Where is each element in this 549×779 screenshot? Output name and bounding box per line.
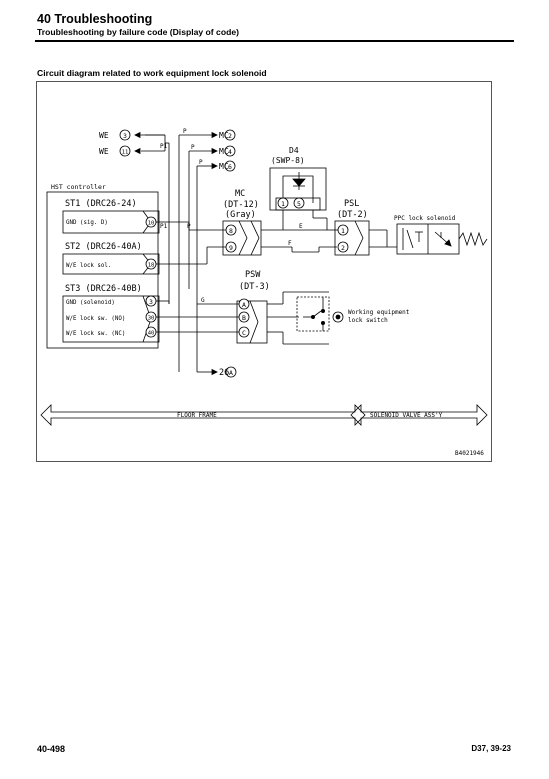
st1-label: ST1 (DRC26-24) bbox=[65, 199, 137, 209]
hst-controller-label: HST controller bbox=[51, 183, 106, 191]
ppc-lock-solenoid-label: PPC lock solenoid bbox=[394, 215, 456, 222]
we3-label: WE bbox=[99, 131, 109, 140]
psl-pin-1: 1 bbox=[341, 227, 345, 235]
circuit-diagram-svg: WE 3 WE 11 MC 2 MC 4 MC 6 P1 P P P P1 P … bbox=[40, 128, 488, 457]
lock-switch-icon bbox=[332, 311, 344, 323]
out-26-label: 26 bbox=[219, 368, 229, 378]
d4-connector: (SWP-8) bbox=[271, 156, 305, 165]
wire-label-f: F bbox=[288, 240, 292, 247]
wire-label-e: E bbox=[299, 223, 303, 230]
st3-nc-label: W/E lock sw. (NC) bbox=[66, 331, 125, 337]
st2-pin: 18 bbox=[148, 263, 155, 269]
out-26-pin: A bbox=[229, 369, 233, 377]
page-number: 40-498 bbox=[37, 744, 66, 754]
st3-pin-3: 3 bbox=[149, 298, 153, 306]
drawing-number: B4021946 bbox=[455, 450, 484, 457]
psw-connector bbox=[236, 300, 268, 344]
wire-label-p-2: P bbox=[191, 144, 195, 151]
st2-we-sol-label: W/E lock sol. bbox=[66, 263, 111, 269]
lock-switch-label-2: lock switch bbox=[348, 317, 388, 324]
mc4-pin: 4 bbox=[228, 148, 232, 156]
mc-connector-type: (DT-12) bbox=[223, 200, 259, 210]
wire-label-g: G bbox=[201, 297, 205, 304]
circuit-diagram: WE 3 WE 11 MC 2 MC 4 MC 6 P1 P P P P1 P … bbox=[36, 81, 492, 462]
wire-label-p-1: P bbox=[183, 128, 187, 135]
mc2-pin: 2 bbox=[228, 132, 232, 140]
wire-label-p-mid: P bbox=[187, 223, 191, 230]
arrow-we3 bbox=[134, 131, 141, 139]
st1-gnd-label: GND (sig. D) bbox=[66, 220, 108, 226]
st3-connector bbox=[62, 295, 160, 343]
psl-pin-2: 2 bbox=[341, 244, 345, 252]
mc-name: MC bbox=[235, 189, 245, 199]
solenoid-assy-arrow bbox=[350, 404, 488, 426]
we11-pin: 11 bbox=[122, 150, 129, 156]
model-code: D37, 39-23 bbox=[471, 744, 511, 753]
st3-no-label: W/E lock sw. (NO) bbox=[66, 316, 125, 322]
floor-frame-arrow bbox=[40, 404, 366, 426]
d4-pin-1: 1 bbox=[281, 200, 285, 208]
psl-connector-type: (DT-2) bbox=[337, 210, 368, 220]
psw-connector-type: (DT-3) bbox=[239, 282, 270, 292]
st1-pin: 10 bbox=[148, 221, 155, 227]
hst-controller-box bbox=[46, 191, 159, 349]
st2-label: ST2 (DRC26-40A) bbox=[65, 242, 142, 252]
mc2-label: MC bbox=[219, 131, 229, 140]
lock-switch-box bbox=[296, 296, 330, 332]
st3-pin-30: 30 bbox=[148, 316, 155, 322]
header-rule bbox=[35, 40, 514, 42]
psw-pin-a: A bbox=[242, 301, 246, 309]
wire-label-p-3: P bbox=[199, 159, 203, 166]
mc6-pin: 6 bbox=[228, 163, 232, 171]
lock-switch-label-1: Working equipment bbox=[348, 309, 410, 316]
mc-pin-8: 8 bbox=[229, 227, 233, 235]
st3-label: ST3 (DRC26-40B) bbox=[65, 284, 142, 294]
psw-pin-b: B bbox=[242, 314, 246, 322]
solenoid-assy-label: SOLENOID VALVE ASS'Y bbox=[370, 412, 443, 419]
psl-name: PSL bbox=[344, 199, 359, 209]
psw-name: PSW bbox=[245, 270, 261, 280]
psl-connector bbox=[334, 220, 370, 256]
wire-label-p1-top: P1 bbox=[160, 143, 168, 150]
mc-pin-9: 9 bbox=[229, 244, 233, 252]
mc-connector bbox=[222, 220, 262, 256]
mc4-label: MC bbox=[219, 147, 229, 156]
we11-label: WE bbox=[99, 147, 109, 156]
d4-name: D4 bbox=[289, 146, 299, 155]
st3-pin-40: 40 bbox=[148, 331, 155, 337]
psw-pin-c: C bbox=[242, 329, 246, 337]
floor-frame-label: FLOOR FRAME bbox=[177, 412, 217, 419]
chapter-title: 40 Troubleshooting bbox=[37, 12, 153, 26]
chapter-subtitle: Troubleshooting by failure code (Display… bbox=[37, 27, 239, 37]
mc6-label: MC bbox=[219, 162, 229, 171]
mc-color: (Gray) bbox=[225, 210, 256, 220]
d4-pin-5: 5 bbox=[297, 200, 301, 208]
st3-gnd-label: GND (solenoid) bbox=[66, 300, 115, 306]
section-title: Circuit diagram related to work equipmen… bbox=[37, 68, 267, 78]
we3-pin: 3 bbox=[123, 132, 127, 140]
wire-label-p1-mid: P1 bbox=[160, 223, 168, 230]
